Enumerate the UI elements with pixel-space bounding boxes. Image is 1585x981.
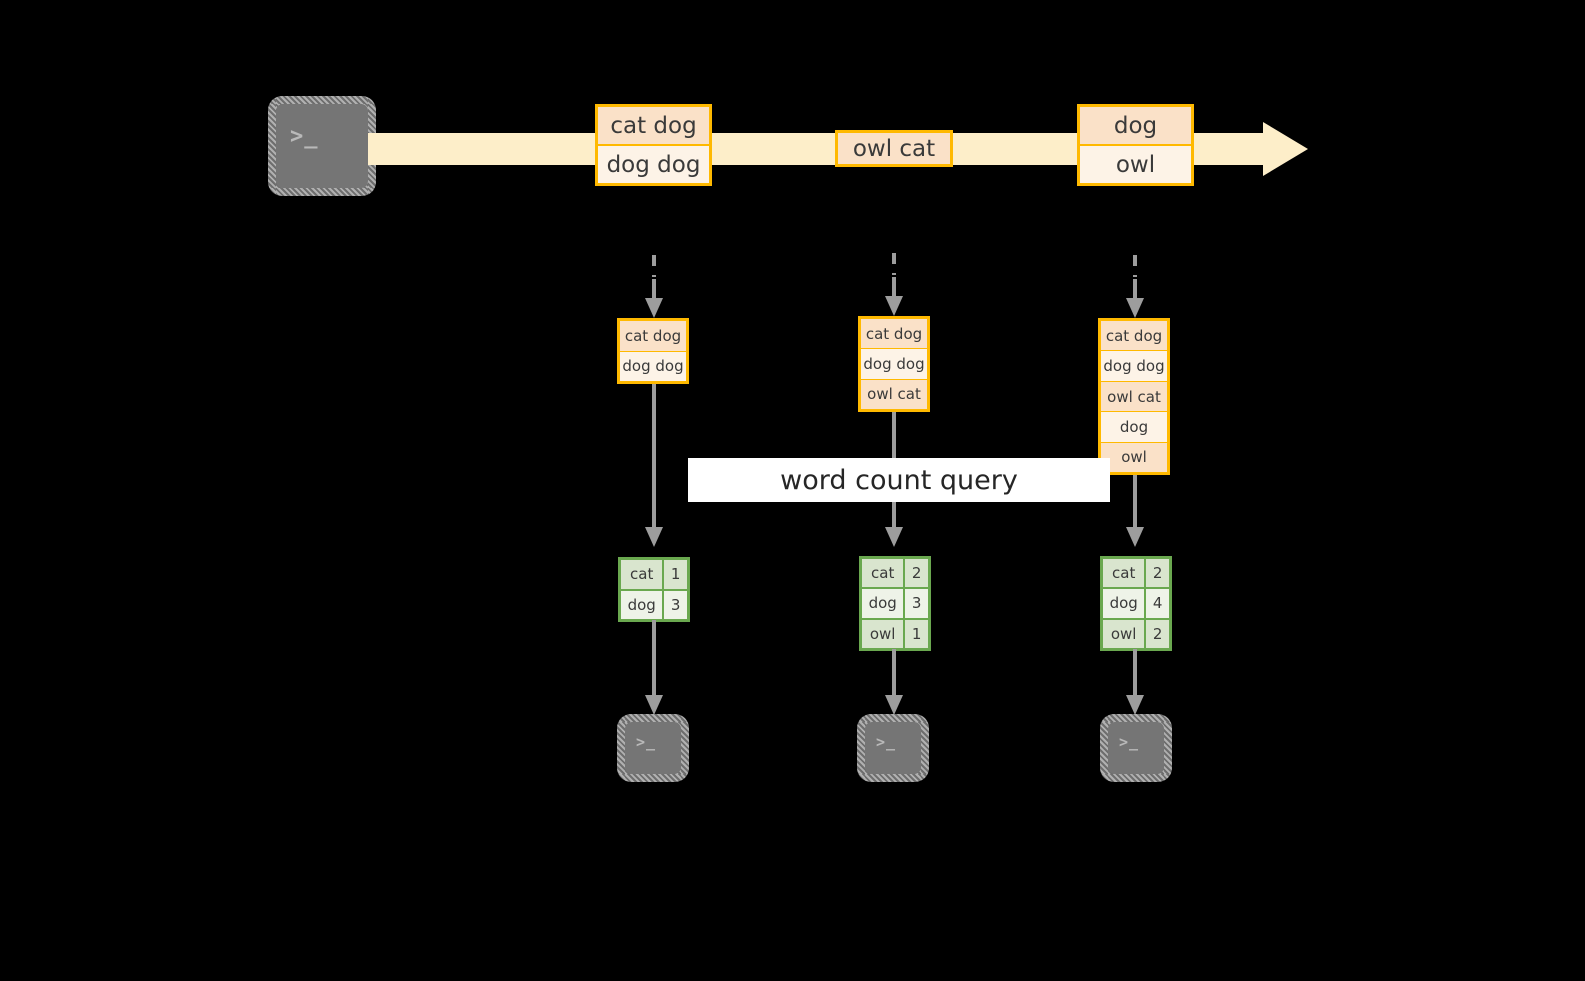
terminal-prompt-glyph: >_ (636, 733, 657, 751)
arrow-head (645, 298, 663, 318)
arrow-head (885, 527, 903, 547)
sink-terminal-icon-3: >_ (1100, 714, 1172, 782)
timeline-event-line: owl cat (838, 133, 950, 164)
result-row: cat 2 (862, 559, 928, 588)
result-word-cell: cat (621, 560, 665, 589)
arrow-dashed-segment (892, 253, 896, 275)
result-row: owl 2 (1103, 617, 1169, 648)
batch-input-row: dog dog (620, 350, 686, 381)
batch-input-row: owl cat (861, 378, 927, 409)
batch-result-table-3: cat 2 dog 4 owl 2 (1100, 556, 1172, 651)
result-count-cell: 4 (1146, 589, 1169, 618)
query-banner-label: word count query (780, 464, 1018, 496)
result-word-cell: dog (1103, 589, 1147, 618)
result-row: owl 1 (862, 617, 928, 648)
arrow-solid-segment (652, 279, 656, 299)
timeline-event-line: cat dog (598, 107, 709, 144)
arrow-solid-segment (892, 277, 896, 297)
arrow-head (1126, 298, 1144, 318)
batch-input-row: dog dog (1101, 350, 1167, 381)
batch-input-table-2: cat dog dog dog owl cat (858, 316, 930, 412)
result-count-cell: 2 (1146, 619, 1169, 648)
batch-input-table-1: cat dog dog dog (617, 318, 689, 384)
batch-input-row: cat dog (1101, 321, 1167, 351)
batch-input-table-3: cat dog dog dog owl cat dog owl (1098, 318, 1170, 475)
batch-input-row: owl cat (1101, 380, 1167, 412)
timeline-event-line: owl (1080, 144, 1191, 183)
result-count-cell: 3 (905, 589, 928, 618)
result-word-cell: owl (1103, 619, 1147, 648)
result-word-cell: owl (862, 619, 906, 648)
batch-result-table-1: cat 1 dog 3 (618, 557, 690, 622)
timeline-event-box-3: dog owl (1077, 104, 1194, 186)
sink-terminal-icon-1: >_ (617, 714, 689, 782)
result-count-cell: 2 (905, 559, 928, 588)
batch-input-row: cat dog (861, 319, 927, 349)
arrow-head (645, 695, 663, 715)
result-word-cell: dog (621, 590, 665, 619)
arrow-dashed-segment (652, 255, 656, 277)
result-row: cat 1 (621, 560, 687, 589)
result-word-cell: cat (1103, 559, 1147, 588)
arrow-head (885, 695, 903, 715)
arrow-solid-segment (1133, 279, 1137, 299)
result-count-cell: 1 (905, 619, 928, 648)
arrow-head (885, 296, 903, 316)
batch-input-row: dog dog (861, 348, 927, 379)
result-count-cell: 2 (1146, 559, 1169, 588)
result-count-cell: 3 (664, 590, 687, 619)
terminal-prompt-glyph: >_ (1119, 733, 1140, 751)
batch-input-row: owl (1101, 441, 1167, 473)
arrow-solid-segment (1133, 649, 1137, 697)
arrow-solid-segment (892, 649, 896, 697)
result-word-cell: dog (862, 589, 906, 618)
arrow-head (1126, 527, 1144, 547)
timeline-event-box-2: owl cat (835, 130, 953, 167)
sink-terminal-icon-2: >_ (857, 714, 929, 782)
batch-input-row: dog (1101, 411, 1167, 442)
result-row: dog 3 (862, 587, 928, 618)
arrow-dashed-segment (1133, 255, 1137, 277)
query-banner: word count query (688, 458, 1110, 502)
terminal-face (625, 722, 681, 774)
stream-timeline-arrowhead (1263, 122, 1308, 176)
arrow-solid-segment (652, 384, 656, 529)
timeline-event-line: dog dog (598, 144, 709, 183)
terminal-face (865, 722, 921, 774)
arrow-solid-segment (1133, 475, 1137, 529)
arrow-head (645, 527, 663, 547)
arrow-solid-segment (652, 620, 656, 697)
result-count-cell: 1 (664, 560, 687, 589)
terminal-prompt-glyph: >_ (876, 733, 897, 751)
terminal-face (276, 104, 368, 188)
timeline-event-line: dog (1080, 107, 1191, 144)
source-terminal-icon: >_ (268, 96, 376, 196)
result-row: dog 3 (621, 588, 687, 619)
batch-input-row: cat dog (620, 321, 686, 351)
result-word-cell: cat (862, 559, 906, 588)
terminal-prompt-glyph: >_ (290, 124, 319, 149)
result-row: dog 4 (1103, 587, 1169, 618)
result-row: cat 2 (1103, 559, 1169, 588)
terminal-face (1108, 722, 1164, 774)
batch-result-table-2: cat 2 dog 3 owl 1 (859, 556, 931, 651)
timeline-event-box-1: cat dog dog dog (595, 104, 712, 186)
arrow-head (1126, 695, 1144, 715)
